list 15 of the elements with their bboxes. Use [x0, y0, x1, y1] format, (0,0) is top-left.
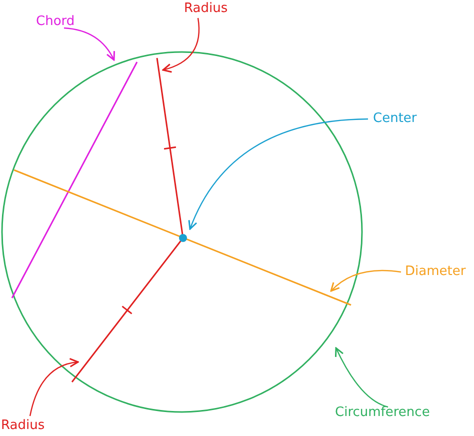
leader-arrow: [330, 270, 402, 292]
chord-line: [11, 62, 138, 298]
leader-arrow: [188, 118, 368, 230]
part-label: Circumference: [335, 405, 430, 420]
leader-arrow: [162, 18, 200, 72]
part-label: Chord: [36, 14, 75, 29]
center-point: [179, 234, 187, 242]
part-label: Diameter: [405, 264, 466, 279]
part-label: Radius: [1, 418, 45, 433]
leader-arrow: [335, 347, 388, 408]
leader-arrow: [29, 358, 79, 416]
part-label: Radius: [184, 1, 228, 16]
diameter-line: [14, 169, 352, 306]
leader-arrow: [64, 27, 115, 61]
part-label: Center: [373, 111, 417, 126]
